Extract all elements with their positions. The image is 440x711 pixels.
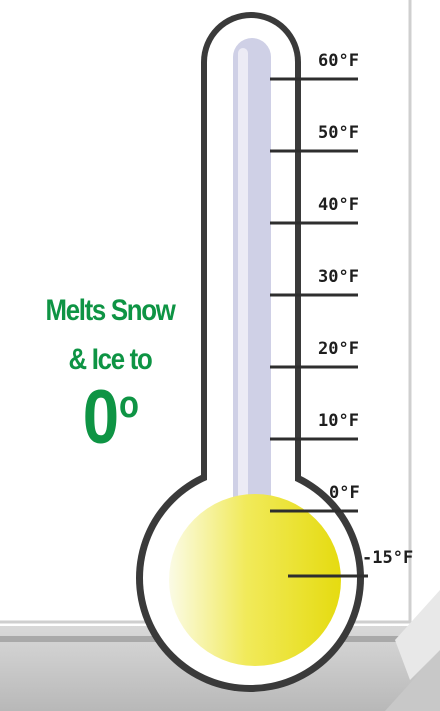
tick-label: 50°F — [318, 123, 359, 143]
thermometer — [136, 12, 364, 692]
tick-label: 40°F — [318, 195, 359, 215]
tick-label: 0°F — [329, 483, 360, 503]
claim-temperature: 0o — [15, 380, 204, 456]
tick-label: 20°F — [318, 339, 359, 359]
scale-ticks — [270, 77, 368, 578]
bulb-liquid — [169, 494, 341, 666]
tick-label: -15°F — [362, 548, 414, 568]
tick-label: 60°F — [318, 51, 359, 71]
degree-mark: o — [119, 384, 139, 426]
tick-label: 10°F — [318, 411, 359, 431]
claim-line-2: & Ice to — [68, 343, 153, 376]
claim-temperature-value: 0 — [82, 375, 119, 460]
tube-highlight — [238, 48, 248, 510]
claim-line-1: Melts Snow — [45, 294, 175, 327]
tick-label: 30°F — [318, 267, 359, 287]
